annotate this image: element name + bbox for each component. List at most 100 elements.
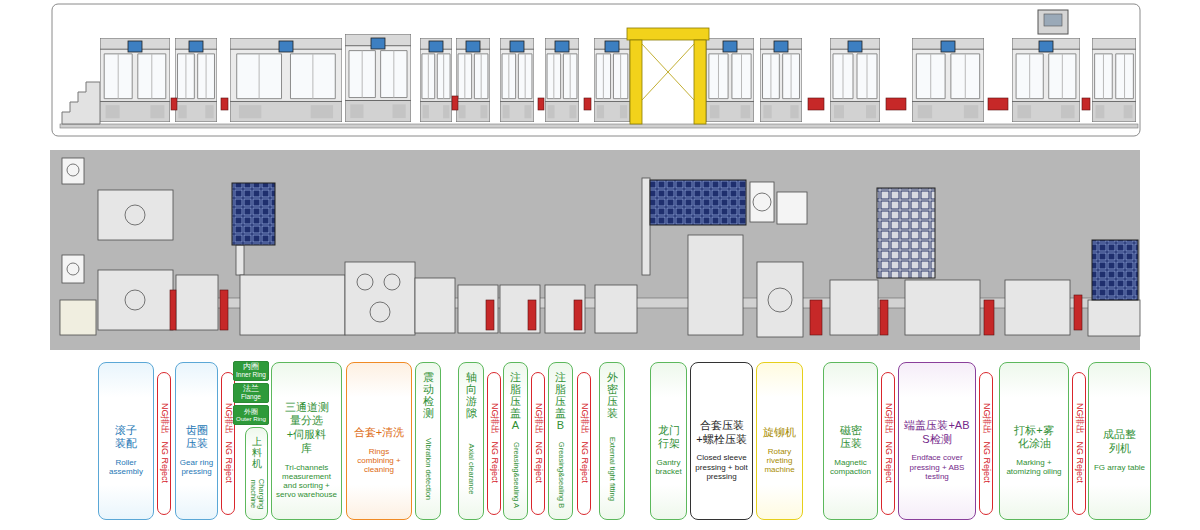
side-view-part-part bbox=[1039, 41, 1053, 52]
top-view-part-part bbox=[545, 285, 585, 333]
reject-zh: NG排出 bbox=[982, 403, 992, 435]
top-view-part-part bbox=[830, 280, 878, 335]
top-view-part-part bbox=[688, 235, 743, 335]
side-view-part-part bbox=[723, 41, 737, 52]
side-view-part-part bbox=[941, 41, 955, 52]
text-stack: 成品整列机 FG array table bbox=[1089, 363, 1150, 519]
station-name-en: Flange bbox=[241, 394, 261, 401]
text-stack: 磁密压装Magnetic compaction bbox=[824, 363, 877, 519]
side-view-part bbox=[175, 38, 217, 122]
top-view-part-part bbox=[880, 300, 888, 335]
station-name-en: Greasing&sealing A bbox=[511, 437, 519, 513]
side-view-part-part bbox=[605, 41, 619, 52]
station-name-zh: 轴向游隙 bbox=[466, 371, 477, 419]
station-box: 齿圈压装 Gear ring pressing bbox=[175, 362, 218, 520]
side-view-part bbox=[420, 38, 452, 122]
station-name-zh: 成品整列机 bbox=[1103, 428, 1137, 456]
side-view-part-part bbox=[642, 44, 694, 100]
reject-en: NG Reject bbox=[490, 441, 500, 483]
reject-label: NG排出 NG Reject bbox=[1074, 377, 1084, 510]
side-view-part bbox=[594, 38, 630, 122]
side-view-part-part bbox=[371, 38, 385, 49]
reject-en: NG Reject bbox=[534, 441, 544, 483]
top-view-part-part bbox=[62, 255, 84, 283]
reject-box: NG排出NG Reject bbox=[881, 372, 895, 515]
side-view-part-part bbox=[886, 98, 906, 110]
station-column: 注脂压盖BGreasing&sealing B bbox=[548, 362, 573, 520]
top-view-part-part bbox=[240, 275, 345, 335]
side-view-part bbox=[627, 28, 709, 124]
reject-box: NG排出 NG Reject bbox=[1072, 372, 1086, 515]
reject-zh: NG排出 bbox=[580, 403, 590, 435]
side-view-part-part bbox=[694, 40, 706, 124]
reject-label: NG排出 NG Reject bbox=[533, 377, 543, 510]
side-view-part bbox=[706, 38, 754, 122]
station-name-en: Greasing&sealing B bbox=[556, 437, 564, 513]
station-name-en: FG array table bbox=[1094, 463, 1145, 472]
reject-en: NG Reject bbox=[1075, 441, 1085, 483]
top-view-part-part bbox=[67, 164, 79, 176]
top-view-part-part bbox=[125, 205, 145, 225]
station-box: 磁密压装Magnetic compaction bbox=[823, 362, 878, 520]
station-column: 上料机 Charging machine bbox=[245, 427, 268, 520]
side-view-part bbox=[1038, 10, 1068, 34]
part-tag: 内圈Inner Ring bbox=[233, 361, 269, 381]
side-view-part-part bbox=[510, 41, 524, 52]
top-view-part-part bbox=[370, 302, 390, 322]
station-name-en: Inner Ring bbox=[236, 372, 266, 379]
station-name-zh: 外圈 bbox=[244, 408, 258, 416]
top-view-part bbox=[50, 150, 1140, 350]
reject-box: NG排出 NG Reject bbox=[487, 372, 501, 515]
side-view-part-part bbox=[988, 98, 1008, 110]
text-stack: 合套+清洗Rings combining + cleaning bbox=[347, 363, 411, 519]
top-view bbox=[50, 150, 1140, 350]
side-view-part-part bbox=[808, 98, 824, 110]
station-column: 轴向游隙Axial clearance bbox=[458, 362, 484, 520]
side-view-part bbox=[230, 38, 342, 122]
reject-zh: NG排出 bbox=[490, 403, 500, 435]
top-view-part-part bbox=[98, 270, 173, 330]
station-box: 端盖压装+ABS检测 Endface cover pressing + ABS t… bbox=[898, 362, 976, 520]
top-view-part-part bbox=[125, 290, 145, 310]
text-stack: 龙门行架 Gantry bracket bbox=[651, 363, 686, 519]
station-name-zh: 齿圈压装 bbox=[185, 424, 209, 452]
top-view-part-part bbox=[595, 285, 637, 333]
reject-label: NG排出 NG Reject bbox=[489, 377, 499, 510]
side-view-part bbox=[1012, 38, 1080, 122]
text-stack: 合套压装+螺栓压装Closed sleeve pressing + bolt p… bbox=[691, 363, 752, 519]
station-box: 旋铆机Rotary riveting machine bbox=[756, 362, 803, 520]
text-stack: 法兰Flange bbox=[234, 384, 268, 402]
station-box: 合套+清洗Rings combining + cleaning bbox=[346, 362, 412, 520]
side-view-part-part bbox=[279, 41, 293, 52]
station-name-en: Endface cover pressing + ABS testing bbox=[902, 453, 972, 481]
station-name-zh: 上料机 bbox=[252, 436, 262, 469]
station-name-en: Charging machine bbox=[248, 475, 265, 513]
side-view-part-part bbox=[1082, 98, 1090, 110]
part-tag: 外圈Outer Ring bbox=[233, 405, 269, 425]
side-view-part-part bbox=[429, 41, 443, 52]
station-name-zh: 龙门行架 bbox=[657, 424, 681, 452]
station-name-zh: 法兰 bbox=[243, 385, 259, 393]
top-view-part bbox=[60, 158, 1140, 337]
station-name-en: Gantry bracket bbox=[654, 458, 683, 476]
reject-zh: NG排出 bbox=[1075, 403, 1085, 435]
top-view-part-part bbox=[1088, 300, 1140, 336]
side-view-part-part bbox=[171, 98, 177, 110]
side-view-part-part bbox=[630, 40, 642, 124]
top-view-part-part bbox=[236, 245, 244, 275]
side-view-part bbox=[171, 96, 1090, 110]
station-name-en: Rings combining + cleaning bbox=[350, 447, 408, 475]
station-name-zh: 注脂压盖A bbox=[510, 371, 521, 431]
side-view-part-part bbox=[642, 44, 694, 100]
reject-zh: NG排出 bbox=[534, 403, 544, 435]
station-name-zh: 端盖压装+ABS检测 bbox=[902, 419, 972, 447]
side-view-part-part bbox=[538, 98, 544, 110]
text-stack: 内圈Inner Ring bbox=[234, 362, 268, 380]
reject-label: NG排出NG Reject bbox=[579, 377, 589, 510]
station-name-en: Gear ring pressing bbox=[179, 458, 214, 476]
reject-en: NG Reject bbox=[884, 441, 894, 483]
station-name-zh: 合套压装+螺栓压装 bbox=[693, 419, 750, 447]
top-view-part-part bbox=[486, 300, 494, 330]
part-tag: 法兰Flange bbox=[233, 383, 269, 403]
top-view-part-part bbox=[757, 262, 803, 337]
